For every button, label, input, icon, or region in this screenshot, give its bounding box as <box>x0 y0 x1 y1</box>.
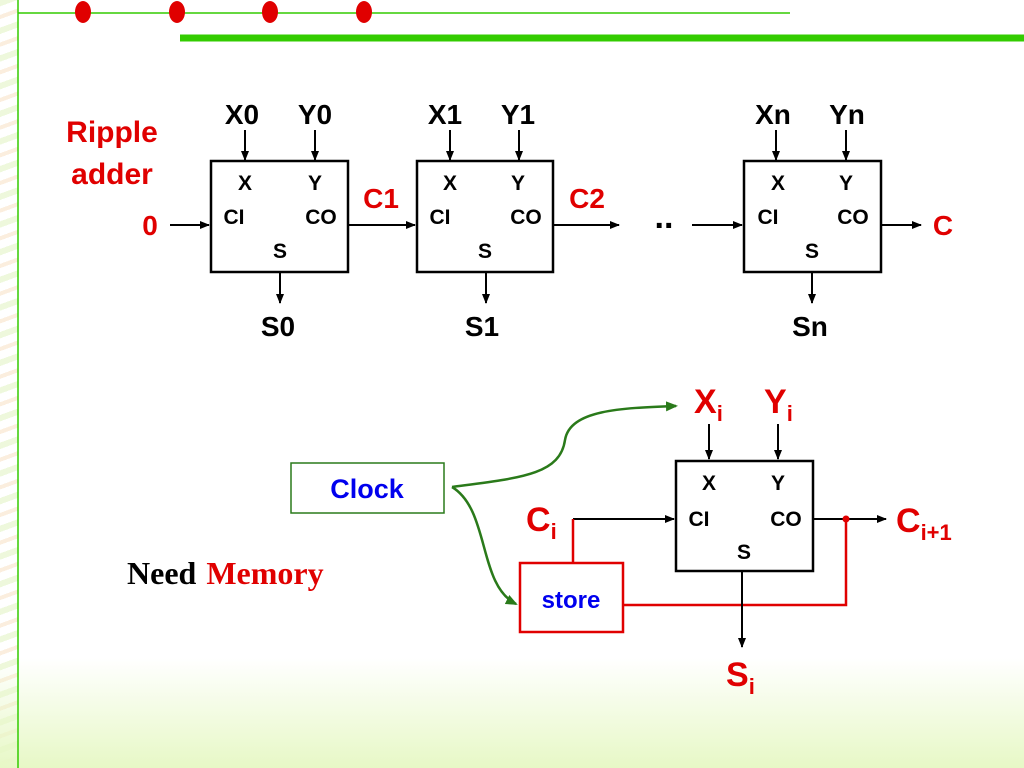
adder0-port-ci: CI <box>224 206 245 229</box>
adder0-port-y: Y <box>308 172 322 195</box>
adder1-port-y: Y <box>511 172 525 195</box>
red-dot-4 <box>356 1 372 23</box>
clock-box <box>290 462 445 514</box>
addern-port-ci: CI <box>758 206 779 229</box>
addern-port-s: S <box>805 240 819 263</box>
adder0-box <box>209 159 350 274</box>
adder1-sum-output: S1 <box>465 311 499 342</box>
full-adder-0: X0 Y0 X Y CI CO S S0 <box>209 99 350 342</box>
cell-port-ci: CI <box>689 508 710 531</box>
cell-box <box>674 459 815 573</box>
carry2-label: C2 <box>569 183 605 214</box>
addern-x-input: Xn <box>755 99 791 130</box>
cell-port-co: CO <box>770 508 802 531</box>
red-dot-2 <box>169 1 185 23</box>
adder1-port-x: X <box>443 172 457 195</box>
decorative-left-strip <box>0 0 18 768</box>
cell-port-y: Y <box>771 472 785 495</box>
adder0-y-input: Y0 <box>298 99 332 130</box>
clock-to-store-curve <box>451 485 518 606</box>
red-dot-3 <box>262 1 278 23</box>
addern-y-input: Yn <box>829 99 865 130</box>
carry1-label: C1 <box>363 183 399 214</box>
adder0-port-x: X <box>238 172 252 195</box>
carry-in-label: 0 <box>142 210 158 241</box>
adder1-box <box>415 159 555 274</box>
decorative-bottom-fade <box>0 658 1024 768</box>
sequential-adder-cell: Xi Yi X Y CI CO S Ci Ci+1 store <box>518 383 952 699</box>
addern-box <box>742 159 883 274</box>
ellipsis-dots: .. <box>655 198 674 236</box>
adder0-port-s: S <box>273 240 287 263</box>
full-adder-n: Xn Yn X Y CI CO S Sn <box>742 99 883 342</box>
feedback-path <box>624 519 848 607</box>
ci-label: Ci <box>526 501 557 544</box>
adder0-sum-output: S0 <box>261 311 295 342</box>
cell-port-s: S <box>737 541 751 564</box>
ripple-title-line2: adder <box>71 158 153 191</box>
ripple-title-line1: Ripple <box>66 116 158 149</box>
cnext-label: Ci+1 <box>896 502 952 545</box>
adder1-port-s: S <box>478 240 492 263</box>
store-label: store <box>542 587 601 614</box>
adder1-port-co: CO <box>510 206 542 229</box>
adder0-port-co: CO <box>305 206 337 229</box>
red-dot-1 <box>75 1 91 23</box>
addern-port-x: X <box>771 172 785 195</box>
addern-sum-output: Sn <box>792 311 828 342</box>
full-adder-1: X1 Y1 X Y CI CO S S1 <box>415 99 555 342</box>
adder1-x-input: X1 <box>428 99 462 130</box>
xi-label: Xi <box>694 383 723 426</box>
adder0-x-input: X0 <box>225 99 259 130</box>
cell-port-x: X <box>702 472 716 495</box>
adder1-y-input: Y1 <box>501 99 535 130</box>
addern-port-co: CO <box>837 206 869 229</box>
clock-to-inputs-curve <box>451 401 678 489</box>
carry-out-label: C <box>933 210 953 241</box>
si-label: Si <box>726 656 755 699</box>
addern-port-y: Y <box>839 172 853 195</box>
store-box <box>518 561 625 634</box>
adder1-port-ci: CI <box>430 206 451 229</box>
clock-label: Clock <box>330 474 405 504</box>
yi-label: Yi <box>764 383 793 426</box>
